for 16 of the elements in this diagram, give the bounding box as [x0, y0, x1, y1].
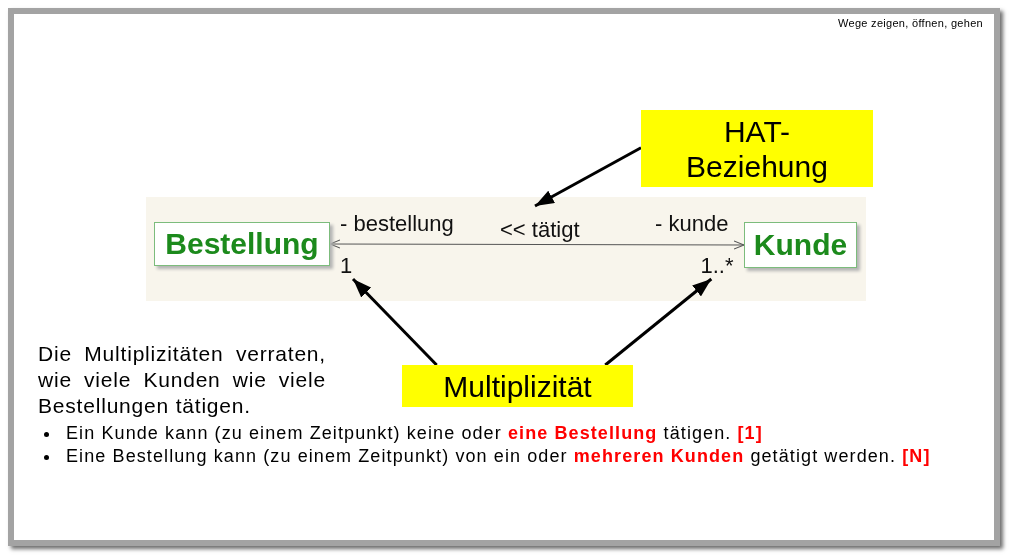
association-line — [329, 239, 745, 250]
arrow — [534, 146, 642, 208]
multiplicity-text: 1..* — [698, 253, 736, 279]
callout-box: HAT-Beziehung — [641, 110, 873, 187]
class-box: Bestellung — [154, 222, 330, 266]
role-name: - bestellung — [340, 211, 454, 237]
class-box: Kunde — [744, 222, 857, 268]
arrow — [351, 277, 438, 367]
bullet-text: Eine Bestellung kann (zu einem Zeitpunkt) von ein oder mehreren Kunden getätigt werden. [N] — [66, 445, 931, 468]
multiplicity-text: 1 — [339, 253, 353, 279]
bullet-text: Ein Kunde kann (zu einem Zeitpunkt) keine oder eine Bestellung tätigen. [1] — [66, 422, 763, 445]
callout-box: Multiplizität — [402, 365, 633, 407]
tagline-text: Wege zeigen, öffnen, gehen — [838, 16, 983, 30]
role-name: - kunde — [655, 211, 729, 237]
arrow — [604, 277, 713, 367]
description-text: Die Multiplizitäten verraten, wie viele Kunden wie viele Bestellungen tätigen. — [38, 341, 326, 419]
